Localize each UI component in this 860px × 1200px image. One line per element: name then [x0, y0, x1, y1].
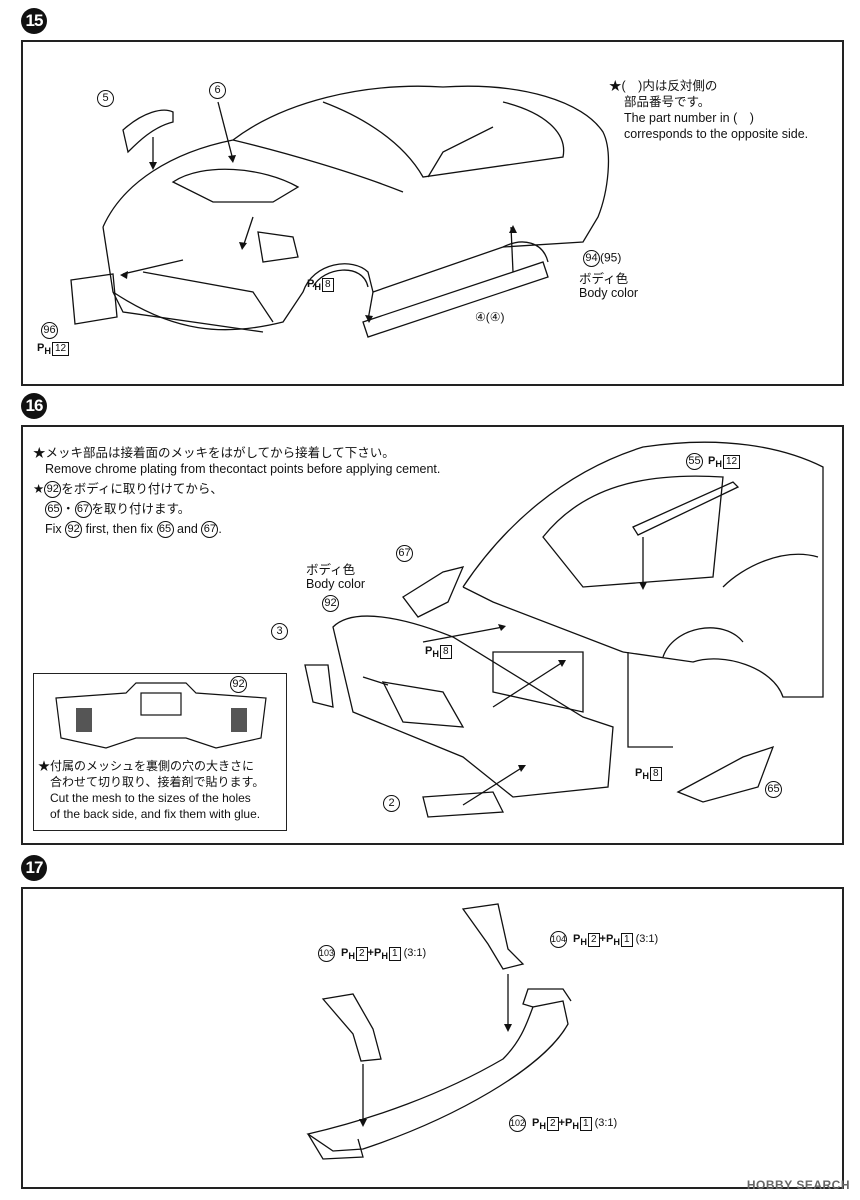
part-102-callout: 102 [509, 1115, 526, 1132]
s16-note1-jp: ★メッキ部品は接着面のメッキをはがしてから接着して下さい。 [33, 446, 395, 460]
step-16-panel: ★メッキ部品は接着面のメッキをはがしてから接着して下さい。 Remove chr… [21, 425, 844, 845]
part-2-callout: 2 [383, 795, 400, 812]
part-94-95-callout: 94(95) [583, 250, 621, 267]
mesh-inset-drawing [55, 682, 267, 749]
s16-note1-en: Remove chrome plating from thecontact po… [45, 462, 441, 476]
part-55-callout: 55 [686, 453, 703, 470]
s15-note-en-2: corresponds to the opposite side. [624, 127, 809, 141]
part-5-callout: 5 [97, 90, 114, 107]
part-104-callout: 104 [550, 931, 567, 948]
step-16-number: 16 [21, 393, 47, 419]
s15-note-jp-2: 部品番号です。 [624, 95, 711, 109]
part-103-callout: 103 [318, 945, 335, 962]
s15-note-jp-1: ★( )内は反対側の [609, 79, 718, 93]
s15-body-color-jp: ボディ色 [579, 272, 629, 286]
step-17-wing-drawing [306, 903, 572, 1160]
hobby-search-watermark: HOBBY SEARCH [746, 1178, 850, 1192]
part-96-callout: 96 [41, 322, 58, 339]
step-16-car-drawing [304, 441, 824, 818]
s16-body-color-en: Body color [306, 577, 366, 591]
mesh-note-jp-1: ★付属のメッシュを裏側の穴の大きさに [38, 759, 255, 773]
s16-note2-en: Fix 92 first, then fix 65 and 67. [45, 521, 222, 539]
step-15-car-drawing [70, 85, 610, 338]
step-17-number: 17 [21, 855, 47, 881]
s15-body-color-en: Body color [579, 286, 639, 300]
part-65-callout: 65 [765, 781, 782, 798]
part-3-callout: 3 [271, 623, 288, 640]
part-6-callout: 6 [209, 82, 226, 99]
mesh-note-jp-2: 合わせて切り取り、接着剤で貼ります。 [50, 775, 265, 789]
part-4-callout: ④(④) [475, 310, 505, 324]
mesh-note-en-2: of the back side, and fix them with glue… [50, 807, 261, 821]
mesh-inset-box: 92 ★付属のメッシュを裏側の穴の大きさに 合わせて切り取り、接着剤で貼ります。… [33, 673, 287, 831]
part-92-callout: 92 [322, 595, 339, 612]
inset-part-92-callout: 92 [230, 676, 247, 693]
step-15-panel: ★( )内は反対側の 部品番号です。 The part number in ( … [21, 40, 844, 386]
s15-note-en-1: The part number in ( ) [624, 111, 754, 125]
mesh-note-en-1: Cut the mesh to the sizes of the holes [50, 791, 251, 805]
s16-body-color-jp: ボディ色 [306, 563, 356, 577]
part-67-callout: 67 [396, 545, 413, 562]
step-15-number: 15 [21, 8, 47, 34]
